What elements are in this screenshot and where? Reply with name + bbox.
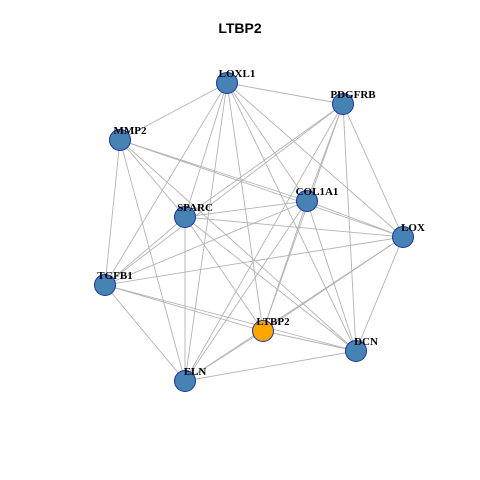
edge-col1a1-sparc — [184, 200, 308, 218]
node-col1a1 — [296, 190, 318, 212]
edge-loxl1-lox — [226, 82, 404, 238]
edge-sparc-lox — [184, 216, 404, 238]
figure-title: LTBP2 — [218, 20, 262, 36]
node-tgfb1 — [94, 274, 116, 296]
edge-loxl1-mmp2 — [119, 82, 228, 141]
edge-mmp2-sparc — [119, 139, 186, 218]
edge-col1a1-ltbp2 — [262, 200, 308, 332]
edge-mmp2-lox — [119, 139, 404, 238]
node-loxl1 — [216, 72, 238, 94]
node-label-lox: LOX — [401, 222, 425, 234]
edge-sparc-ltbp2 — [184, 216, 264, 332]
edge-mmp2-dcn — [119, 139, 357, 352]
node-mmp2 — [109, 129, 131, 151]
node-label-ltbp2: LTBP2 — [256, 316, 290, 328]
edge-loxl1-eln — [184, 82, 228, 382]
edge-pdgfrb-sparc — [184, 103, 344, 218]
node-dcn — [345, 340, 367, 362]
node-label-eln: ELN — [184, 366, 207, 378]
edge-col1a1-tgfb1 — [104, 200, 308, 286]
edge-tgfb1-ltbp2 — [104, 284, 264, 332]
edge-mmp2-col1a1 — [119, 139, 308, 202]
edge-col1a1-eln — [184, 200, 308, 382]
edge-layer — [104, 82, 404, 382]
node-label-loxl1: LOXL1 — [219, 68, 256, 80]
edge-loxl1-pdgfrb — [226, 82, 344, 105]
node-label-pdgfrb: PDGFRB — [330, 89, 376, 101]
edge-sparc-dcn — [184, 216, 357, 352]
edge-pdgfrb-dcn — [342, 103, 357, 352]
node-label-sparc: SPARC — [177, 202, 213, 214]
edge-tgfb1-dcn — [104, 284, 357, 352]
edge-pdgfrb-tgfb1 — [104, 103, 344, 286]
edge-mmp2-tgfb1 — [104, 139, 121, 286]
edge-lox-eln — [184, 236, 404, 382]
node-pdgfrb — [332, 93, 354, 115]
edge-ltbp2-dcn — [262, 330, 357, 352]
edge-col1a1-lox — [306, 200, 404, 238]
edge-col1a1-dcn — [306, 200, 357, 352]
node-label-col1a1: COL1A1 — [296, 186, 339, 198]
edge-dcn-eln — [184, 350, 357, 382]
edge-ltbp2-eln — [184, 330, 264, 382]
edge-mmp2-eln — [119, 139, 186, 382]
node-label-dcn: DCN — [354, 336, 378, 348]
node-sparc — [174, 206, 196, 228]
node-ltbp2 — [252, 320, 274, 342]
edge-loxl1-col1a1 — [226, 82, 308, 202]
node-lox — [392, 226, 414, 248]
edge-lox-tgfb1 — [104, 236, 404, 286]
edge-pdgfrb-ltbp2 — [262, 103, 344, 332]
edge-pdgfrb-lox — [342, 103, 404, 238]
edge-sparc-tgfb1 — [104, 216, 186, 286]
node-label-tgfb1: TGFB1 — [97, 270, 132, 282]
edge-pdgfrb-eln — [184, 103, 344, 382]
edge-loxl1-sparc — [184, 82, 228, 218]
node-eln — [174, 370, 196, 392]
edge-lox-dcn — [355, 236, 404, 352]
edge-loxl1-ltbp2 — [226, 82, 264, 332]
edge-loxl1-dcn — [226, 82, 357, 352]
edge-tgfb1-eln — [104, 284, 186, 382]
node-label-mmp2: MMP2 — [114, 125, 147, 137]
node-layer — [94, 72, 414, 392]
edge-loxl1-tgfb1 — [104, 82, 228, 286]
